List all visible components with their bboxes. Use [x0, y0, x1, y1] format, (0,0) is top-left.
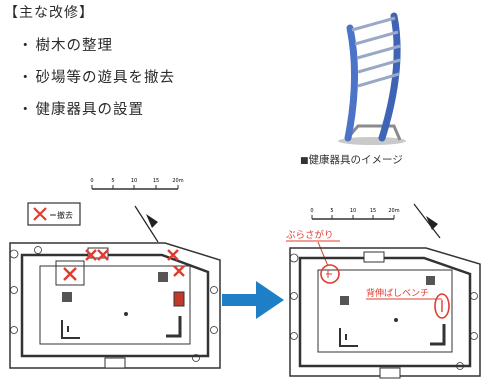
right-arrow-icon [222, 281, 284, 319]
scale-bar: 0 5 10 15 20m [90, 178, 184, 190]
scale-tick-label: 15 [370, 208, 376, 214]
remove-x-icon [85, 249, 97, 261]
remove-legend: ＝撤去 [27, 202, 81, 226]
remove-x-icon [63, 267, 77, 281]
removal-marks [63, 249, 185, 281]
section-heading: 【主な改修】 [4, 5, 94, 21]
scale-bar: 0 5 10 15 20m [310, 208, 400, 220]
scale-tick-label: 0 [90, 178, 93, 184]
remove-x-icon [33, 207, 47, 221]
swing-marker [320, 264, 340, 284]
north-arrow-icon [413, 203, 441, 239]
scale-tick-label: 15 [153, 178, 159, 184]
remove-x-icon [167, 249, 179, 261]
north-arrow-icon [134, 205, 159, 243]
bullet-remove-playground: 砂場等の遊具を撤去 [18, 68, 175, 100]
equipment-caption: ■健康器具のイメージ [300, 152, 403, 167]
scale-tick-label: 5 [330, 208, 333, 214]
bullet-tree-trimming: 樹木の整理 [18, 36, 175, 68]
scale-tick-label: 20m [388, 208, 399, 214]
scale-tick-label: 10 [350, 208, 356, 214]
park-plan [9, 242, 221, 369]
remove-x-icon [173, 265, 185, 277]
park-plan [289, 247, 481, 379]
bullet-install-fitness: 健康器具の設置 [18, 100, 175, 132]
scale-tick-label: 10 [131, 178, 137, 184]
new-equipment-markers [320, 264, 450, 319]
remove-x-icon [97, 249, 109, 261]
legend-label: ＝撤去 [49, 210, 73, 220]
scale-tick-label: 0 [310, 208, 313, 214]
map-after: 0 5 10 15 20m ぶらさがり 背伸ばしベンチ [286, 203, 481, 379]
caption-text: 健康器具のイメージ [308, 154, 403, 166]
map-before: 0 5 10 15 20m ＝撤去 [9, 178, 221, 369]
improvement-list: 樹木の整理 砂場等の遊具を撤去 健康器具の設置 [18, 36, 175, 132]
scale-tick-label: 20m [172, 178, 183, 184]
caption-square-icon: ■ [300, 156, 309, 166]
label-bench: 背伸ばしベンチ [366, 287, 429, 299]
label-swing: ぶらさがり [286, 229, 334, 241]
bench-marker [434, 293, 450, 319]
scale-tick-label: 5 [111, 178, 114, 184]
fitness-equipment-illustration [338, 12, 406, 145]
